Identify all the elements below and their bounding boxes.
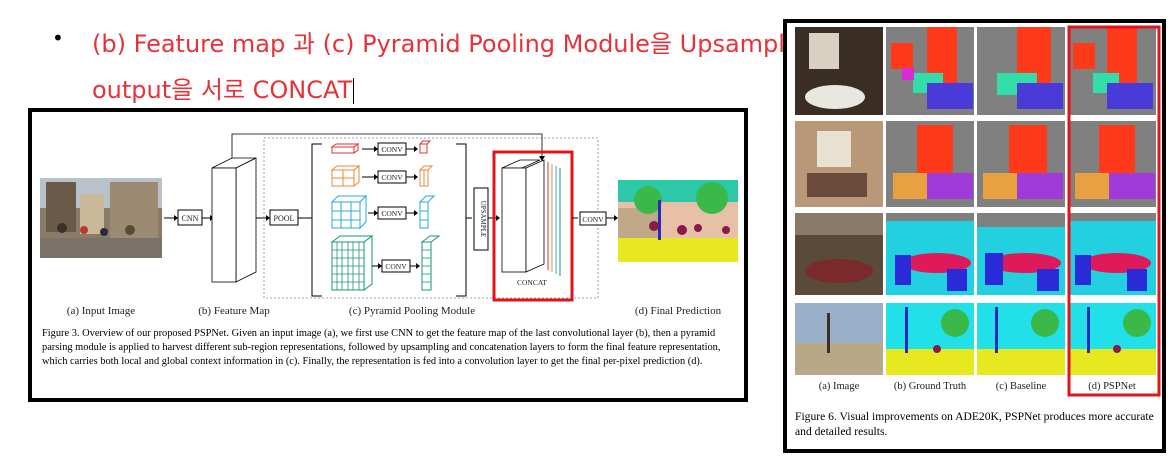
upsample-label: UPSAMPLE — [479, 201, 487, 238]
pspnet-highlight-box — [1067, 25, 1161, 397]
pyramid-level-3: CONV — [330, 194, 436, 230]
figure-6-visual-improvements: (a) Image (b) Ground Truth (c) Baseline … — [783, 19, 1166, 453]
col-label-pspnet: (d) PSPNet — [1088, 381, 1136, 392]
label-final-prediction: (d) Final Prediction — [635, 305, 722, 317]
label-feature-map: (b) Feature Map — [198, 305, 270, 317]
pyramid-level-4: CONV — [330, 235, 441, 291]
pyramid-level-2: CONV — [330, 164, 434, 188]
row-1 — [795, 27, 1156, 115]
row-2 — [795, 121, 1156, 207]
concat-highlight-box — [492, 150, 574, 302]
label-ppm: (c) Pyramid Pooling Module — [349, 305, 475, 317]
feature-map-block — [211, 157, 257, 283]
final-prediction-image — [618, 180, 738, 262]
conv-label-2: CONV — [381, 173, 403, 182]
text-cursor — [353, 78, 355, 104]
input-image — [40, 178, 162, 258]
pool-label: POOL — [274, 214, 295, 223]
conv-label-3: CONV — [381, 209, 403, 218]
final-conv-label: CONV — [582, 215, 604, 224]
slide-text-line-2-content: output을 서로 CONCAT — [92, 76, 353, 104]
cnn-label: CNN — [182, 214, 199, 223]
upsample-box — [473, 187, 489, 251]
row-4 — [795, 303, 1156, 375]
label-input-image: (a) Input Image — [67, 305, 136, 317]
concat-block — [501, 159, 561, 276]
col-label-ground-truth: (b) Ground Truth — [894, 381, 967, 392]
concat-label: CONCAT — [517, 278, 547, 287]
col-label-image: (a) Image — [819, 381, 860, 392]
figure-3-caption: Figure 3. Overview of our proposed PSPNe… — [42, 328, 721, 367]
col-label-baseline: (c) Baseline — [996, 381, 1047, 392]
bullet-point: • — [52, 26, 64, 50]
pspnet-diagram: CNN POOL CONV — [40, 133, 738, 317]
comparison-grid: (a) Image (b) Ground Truth (c) Baseline … — [795, 25, 1161, 397]
figure-6-caption: Figure 6. Visual improvements on ADE20K,… — [795, 410, 1154, 438]
conv-label-4: CONV — [385, 262, 407, 271]
row-3 — [795, 213, 1156, 295]
slide-text-line-1: (b) Feature map 과 (c) Pyramid Pooling Mo… — [92, 30, 822, 58]
slide-text-line-2: output을 서로 CONCAT — [92, 70, 355, 105]
conv-label-1: CONV — [381, 145, 403, 154]
pyramid-level-1: CONV — [330, 140, 432, 156]
figure-3-pspnet-overview: CNN POOL CONV — [28, 108, 748, 402]
